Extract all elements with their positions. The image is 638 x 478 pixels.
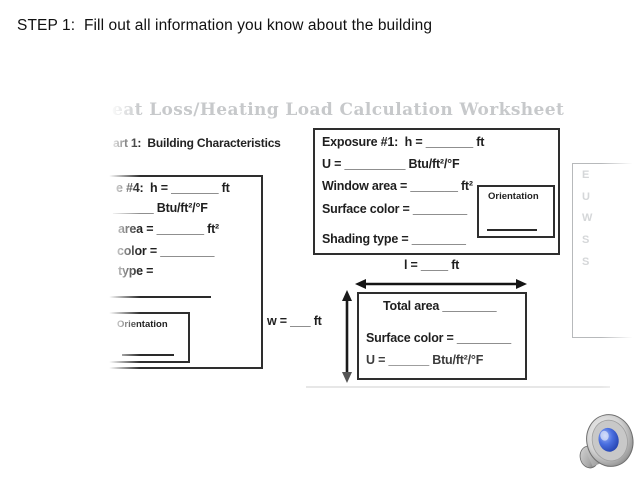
exposure4-shading-type-line: type = [118, 264, 154, 278]
total-u-line: U = ______ Btu/ft²/°F [366, 353, 484, 367]
exposure4-u-line: ______ Btu/ft²/°F [113, 201, 208, 215]
total-area-line: Total area ________ [383, 299, 497, 313]
total-surface-color-line: Surface color = ________ [366, 331, 511, 345]
exposure1-shading-type-line: Shading type = ________ [322, 232, 466, 246]
audio-speaker-icon[interactable] [572, 406, 636, 476]
worksheet-title: eat Loss/Heating Load Calculation Worksh… [112, 100, 565, 120]
exposure4-window-area-line: area = _______ ft² [118, 222, 219, 236]
exposure4-orientation-box [98, 312, 190, 363]
width-label: w = ___ ft [267, 314, 322, 328]
exposure4-orientation-label: Orientation [117, 319, 168, 330]
horizontal-double-arrow-icon [355, 279, 527, 289]
slide-title: STEP 1: Fill out all information you kno… [17, 17, 433, 34]
vertical-double-arrow-icon [342, 290, 352, 383]
exposure4-height-line: e #4: h = _______ ft [116, 181, 230, 195]
exposure2-faded-letter: U [582, 191, 590, 203]
exposure1-orientation-label: Orientation [488, 191, 539, 202]
total-area-box [357, 292, 527, 380]
exposure2-faded-letter: E [582, 169, 590, 181]
exposure2-faded-box [572, 163, 638, 338]
blank-line [106, 296, 211, 298]
length-label: l = ____ ft [404, 258, 460, 272]
blank-line [487, 229, 537, 231]
part1-heading: art 1: Building Characteristics [113, 136, 281, 150]
exposure1-u-line: U = _________ Btu/ft²/°F [322, 157, 460, 171]
exposure2-faded-letter: S [582, 256, 590, 268]
scan-edge-line [306, 386, 610, 388]
exposure4-box [98, 175, 263, 369]
exposure1-box [313, 128, 560, 255]
exposure2-faded-letter: S [582, 234, 590, 246]
exposure4-surface-color-line: color = ________ [117, 244, 215, 258]
exposure1-surface-color-line: Surface color = ________ [322, 202, 467, 216]
exposure1-height-line: Exposure #1: h = _______ ft [322, 135, 485, 149]
exposure2-faded-letter: W [582, 212, 593, 224]
blank-line [122, 354, 174, 356]
exposure1-window-area-line: Window area = _______ ft² [322, 179, 473, 193]
